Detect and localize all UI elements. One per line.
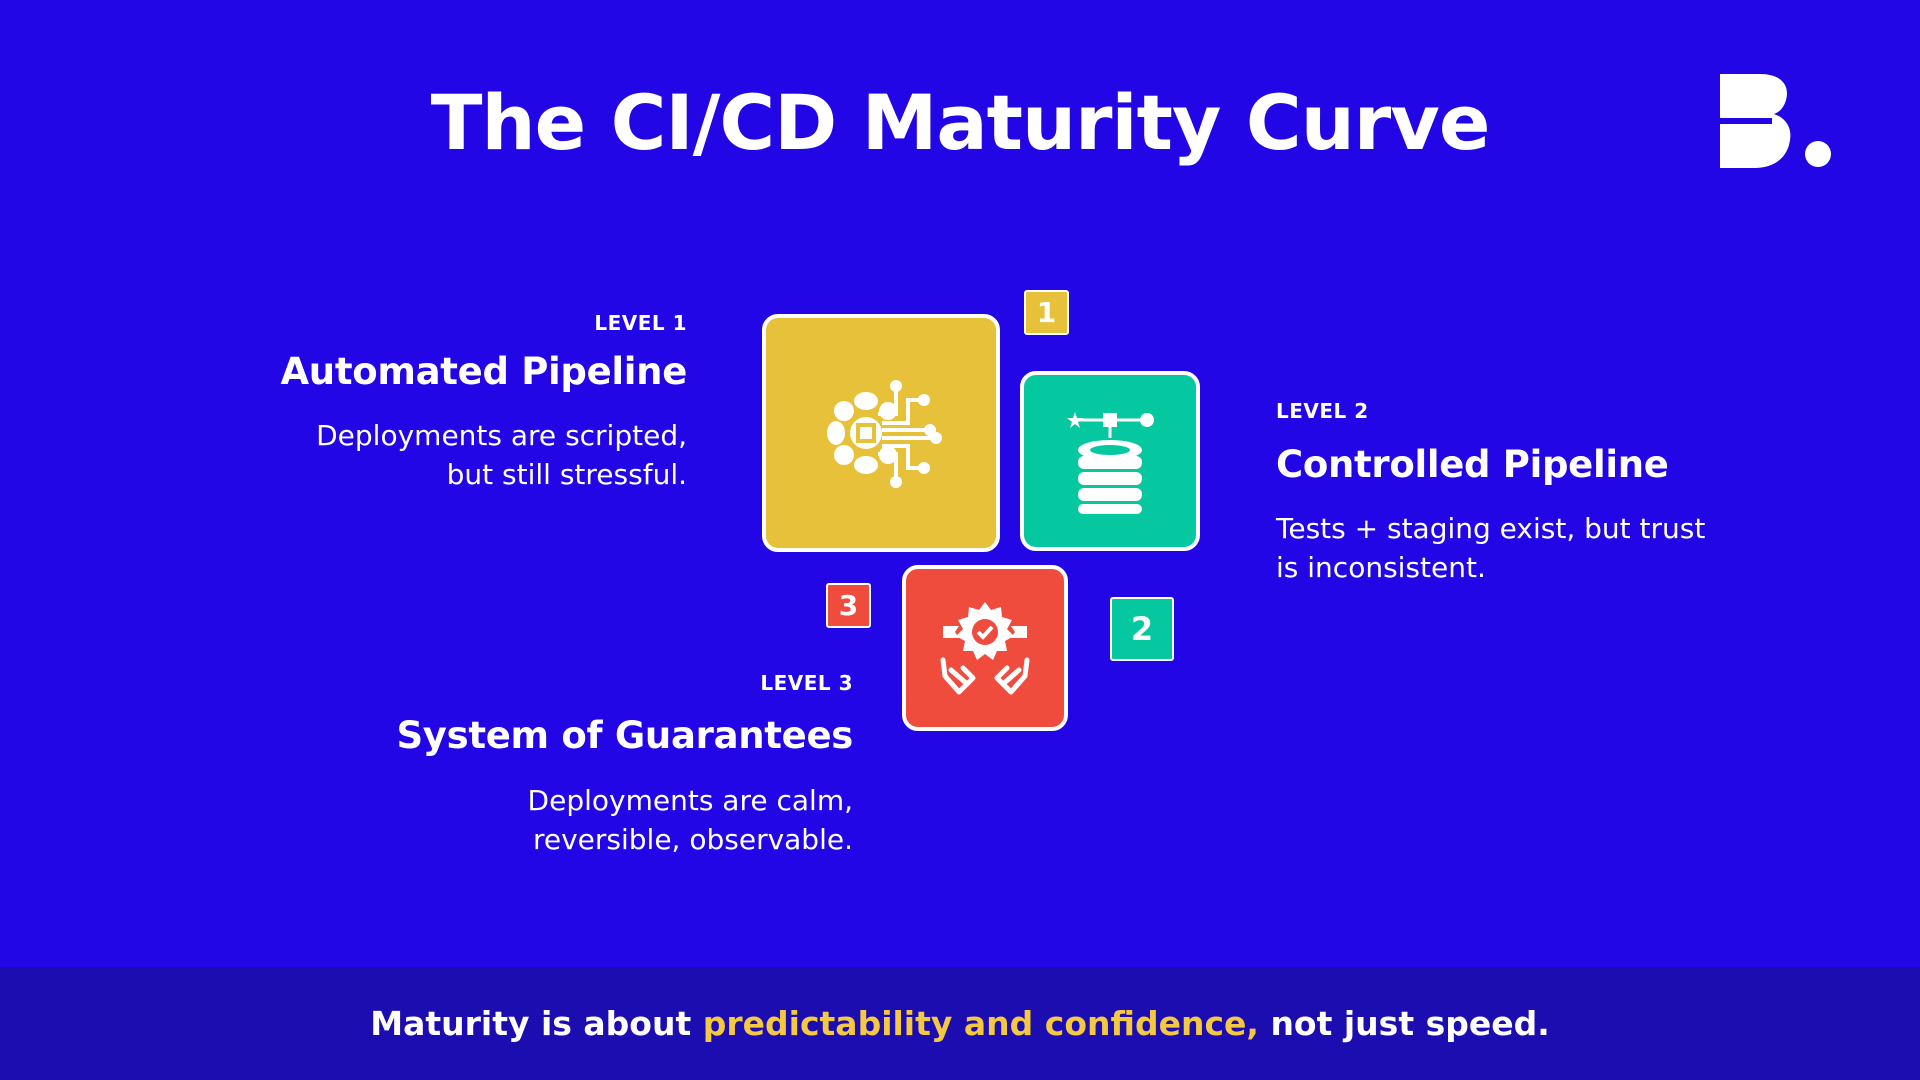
footer-banner: Maturity is about predictability and con… — [0, 967, 1920, 1080]
database-pipeline-icon — [1067, 412, 1154, 514]
level1-description-line: but still stressful. — [446, 458, 687, 491]
level1-tag: LEVEL 1 — [594, 311, 687, 335]
level3-title: System of Guarantees — [396, 714, 853, 757]
level1-description-line: Deployments are scripted, — [316, 419, 687, 452]
level3-tag: LEVEL 3 — [760, 671, 853, 695]
level2-badge: 2 — [1110, 597, 1174, 661]
level1-tile — [762, 314, 1000, 552]
level3-description: Deployments are calm, reversible, observ… — [340, 781, 853, 859]
level3-description-line: reversible, observable. — [532, 823, 853, 856]
page-title: The CI/CD Maturity Curve — [430, 78, 1491, 167]
circuit-chip-icon — [827, 380, 942, 488]
level2-description-line: Tests + staging exist, but trust — [1276, 512, 1706, 545]
level3-badge: 3 — [826, 583, 871, 628]
level3-tile — [902, 565, 1068, 731]
level2-description-line: is inconsistent. — [1276, 551, 1486, 584]
level2-tag: LEVEL 2 — [1276, 399, 1369, 423]
level1-description: Deployments are scripted, but still stre… — [200, 416, 687, 494]
footer-highlight: predictability and confidence, — [702, 1004, 1259, 1043]
brand-logo — [1720, 74, 1831, 168]
level2-tile — [1020, 371, 1200, 551]
level1-title: Automated Pipeline — [280, 350, 687, 393]
level3-description-line: Deployments are calm, — [527, 784, 853, 817]
footer-text-start: Maturity is about — [370, 1004, 692, 1043]
level2-title: Controlled Pipeline — [1276, 443, 1669, 486]
level2-description: Tests + staging exist, but trust is inco… — [1276, 509, 1836, 587]
quality-guarantee-hands-icon — [940, 602, 1030, 695]
level1-badge: 1 — [1024, 290, 1069, 335]
footer-text-end: not just speed. — [1270, 1004, 1550, 1043]
